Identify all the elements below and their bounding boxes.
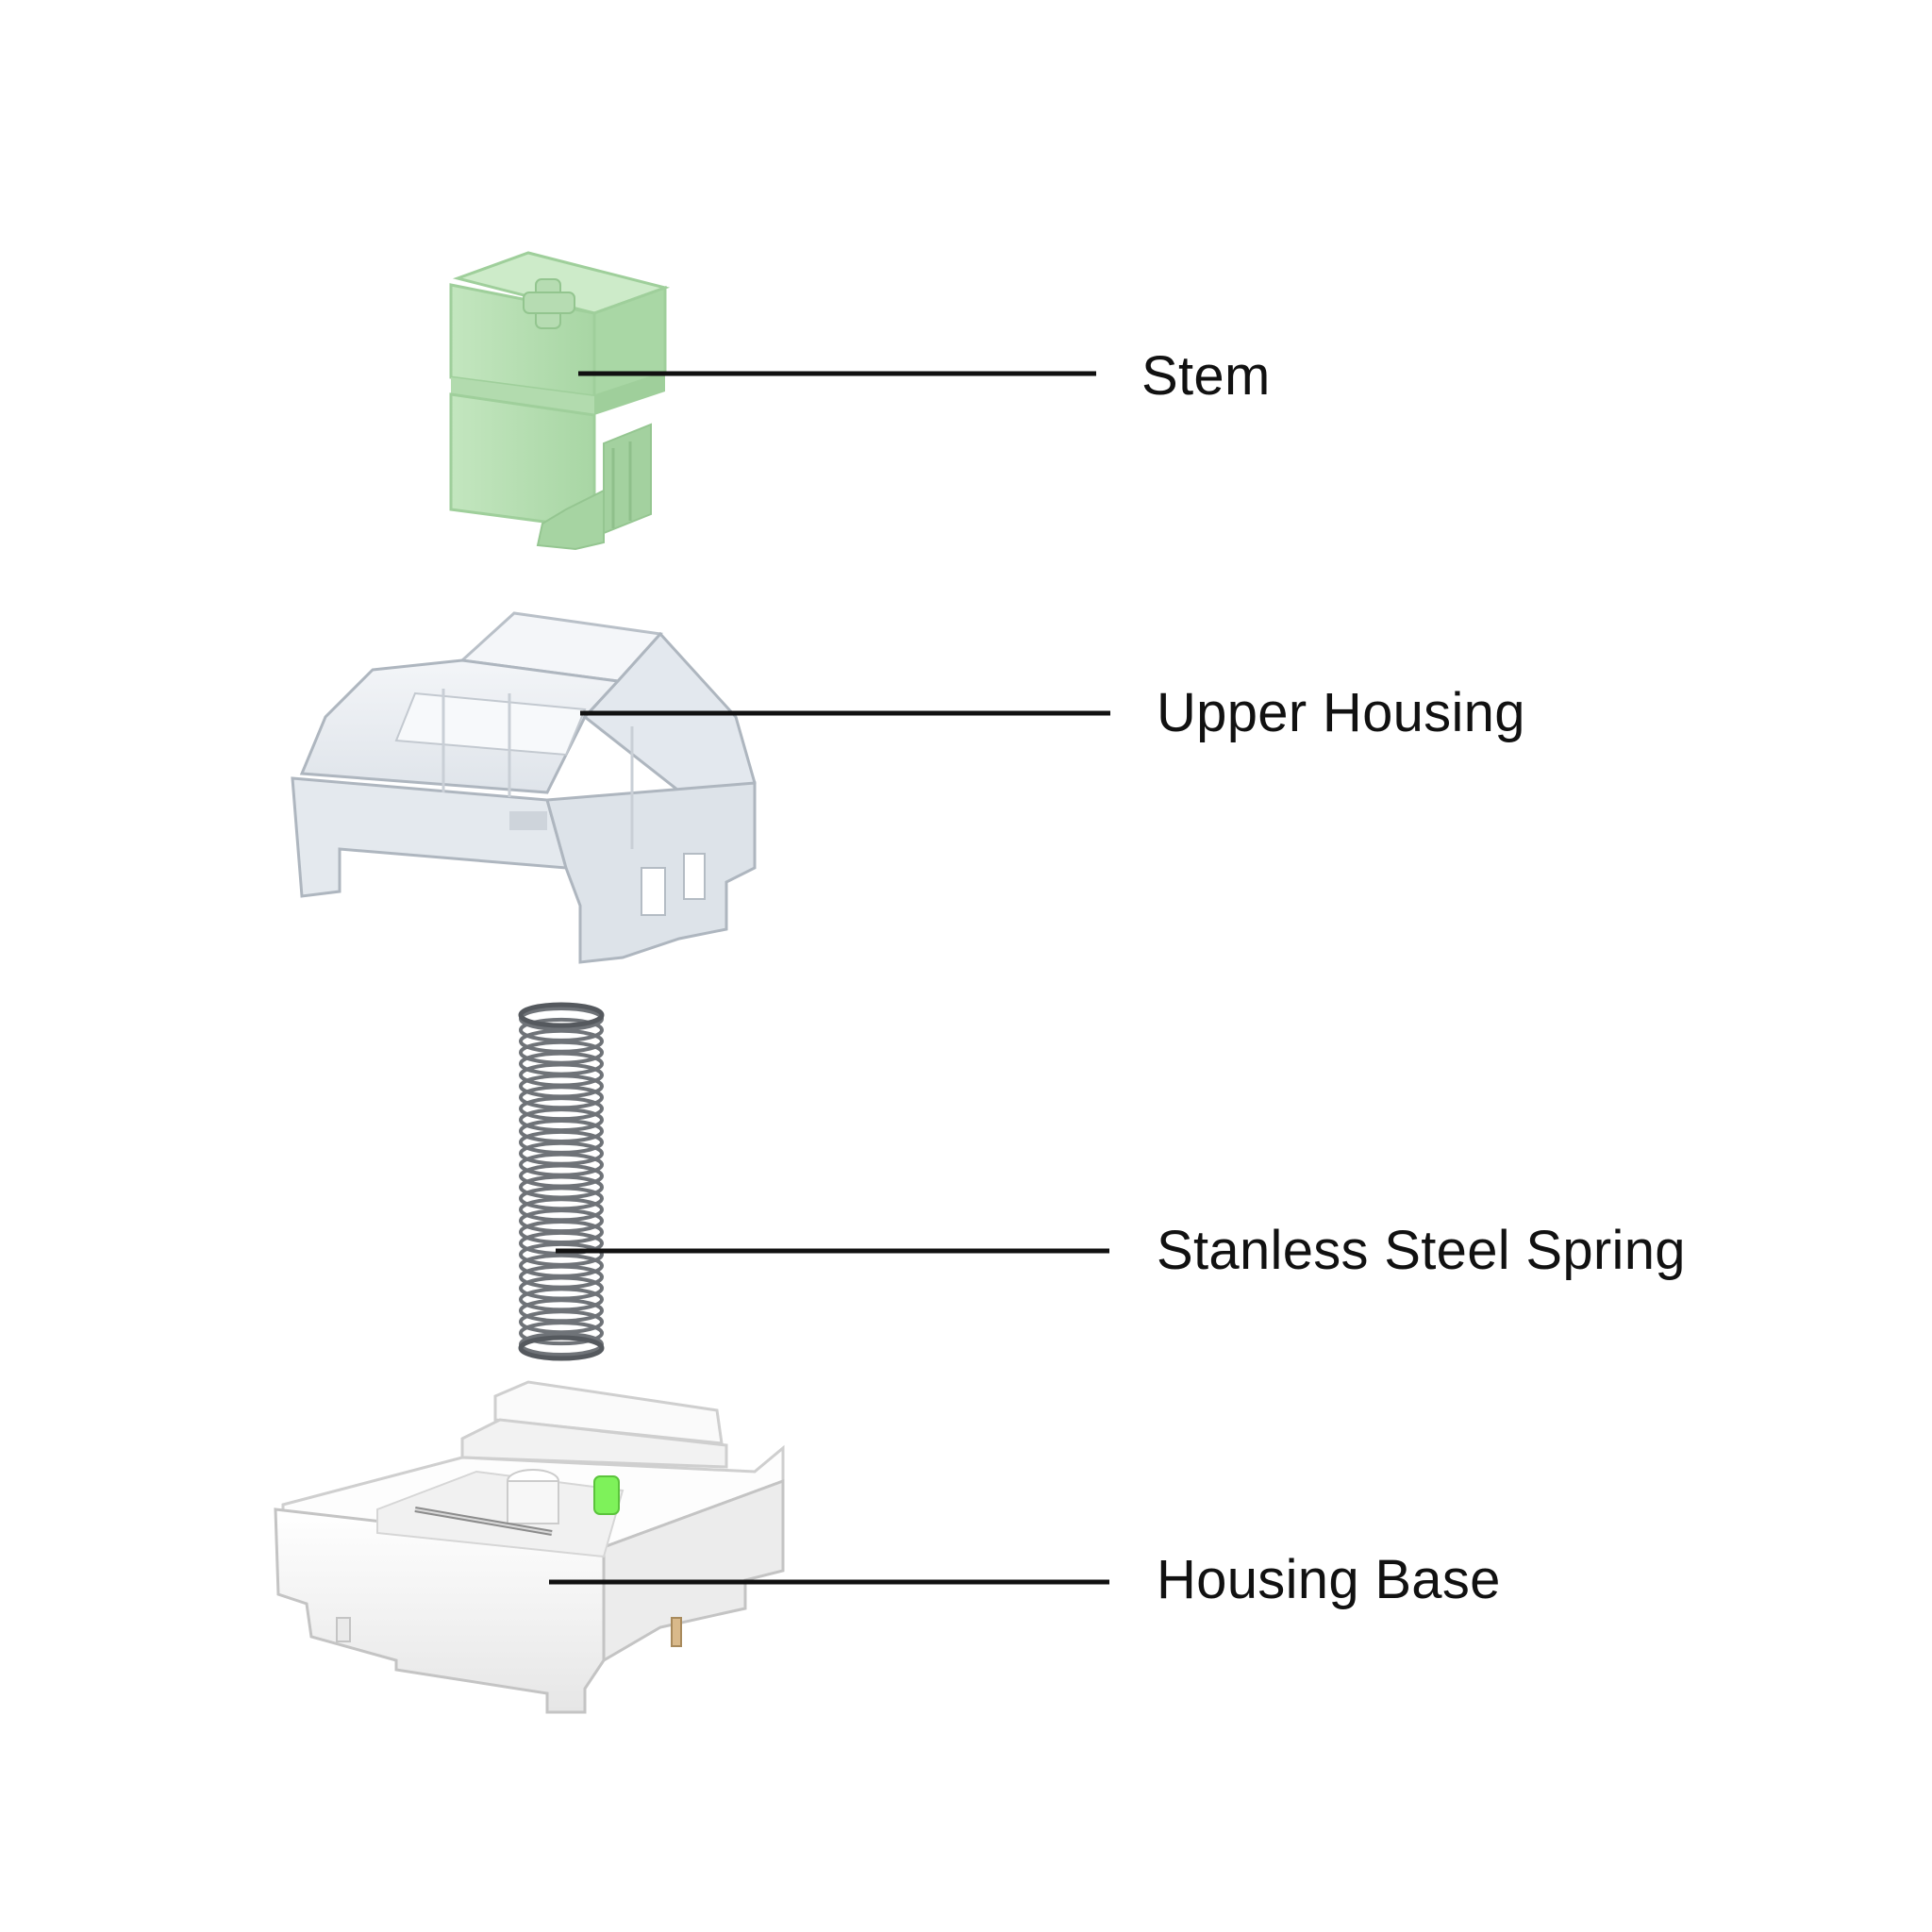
label-stem: Stem [1141, 345, 1271, 407]
spring-coil [519, 1321, 604, 1346]
leader-lines [549, 371, 1110, 1585]
housing-base-part [274, 1380, 785, 1714]
green-slider [593, 1475, 620, 1515]
label-housing-base: Housing Base [1157, 1549, 1501, 1610]
label-upper-housing: Upper Housing [1157, 682, 1525, 743]
stem-part [449, 251, 671, 551]
spring-end-coil [518, 1335, 605, 1361]
upper-housing-part [291, 611, 757, 964]
label-spring: Stanless Steel Spring [1157, 1220, 1686, 1281]
stem-cross-icon [523, 278, 575, 329]
spring-end-coil [518, 1002, 605, 1028]
spring-part [518, 1002, 605, 1361]
